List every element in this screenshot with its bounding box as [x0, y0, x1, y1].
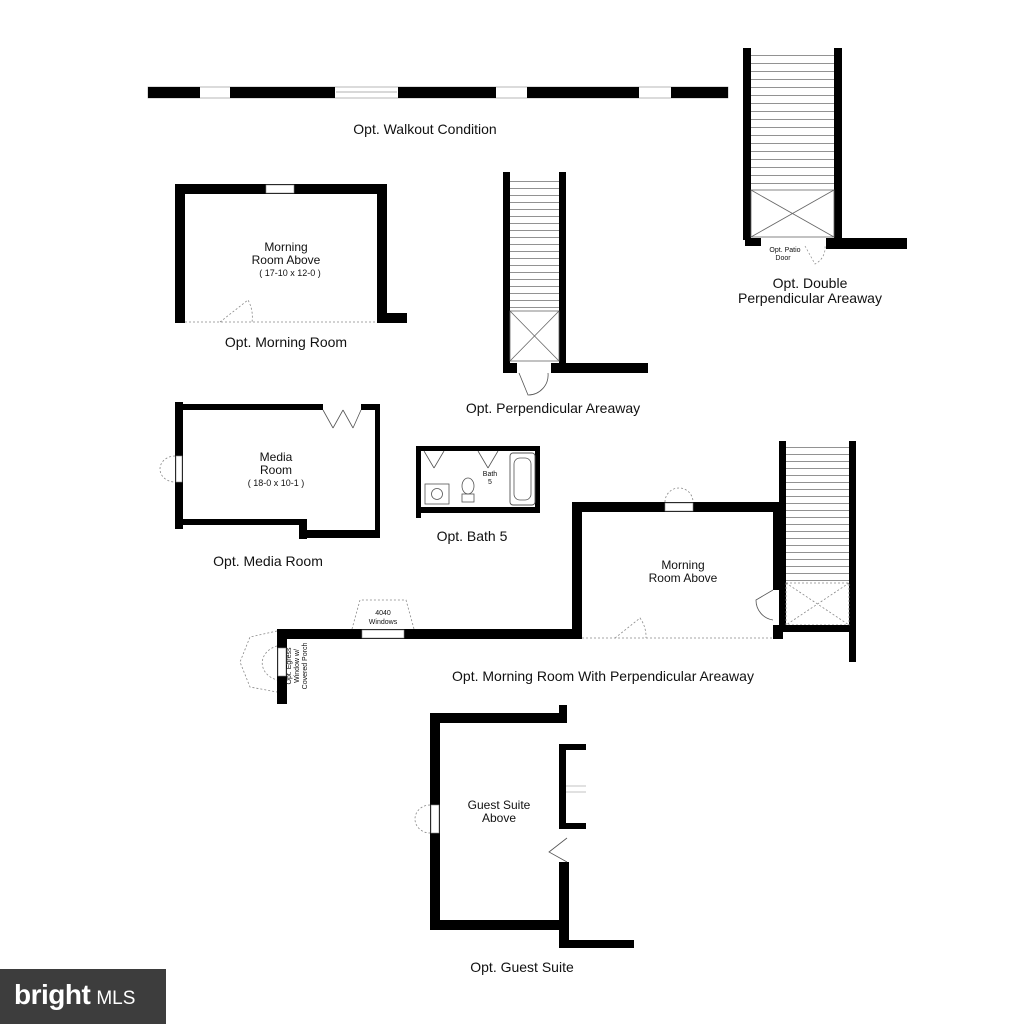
morning-room-caption: Opt. Morning Room: [225, 334, 347, 350]
media-room-dimensions: ( 18-0 x 10-1 ): [248, 478, 305, 488]
double-areaway-caption-1: Opt. Double: [773, 275, 848, 291]
walkout-condition-plan: Opt. Walkout Condition: [147, 86, 729, 137]
morning-room-dimensions: ( 17-10 x 12-0 ): [259, 268, 321, 278]
media-room-caption: Opt. Media Room: [213, 553, 323, 569]
morning-room-plan: Morning Room Above ( 17-10 x 12-0 ) Opt.…: [175, 184, 407, 350]
morning-areaway-plan: 4040 Windows Opt. Egress Window w/ Cover…: [239, 441, 856, 704]
morning-areaway-room-label-1: Morning: [661, 558, 704, 572]
bath5-label-1: Bath: [483, 471, 498, 478]
morning-room-label-1: Morning: [264, 240, 307, 254]
bath5-label-2: 5: [488, 479, 492, 486]
double-areaway-caption-2: Perpendicular Areaway: [738, 290, 882, 306]
guest-suite-caption: Opt. Guest Suite: [470, 959, 574, 975]
media-room-label-1: Media: [260, 450, 293, 464]
media-room-label-2: Room: [260, 463, 292, 477]
egress-label-1: Opt. Egress: [286, 647, 293, 684]
bath5-caption: Opt. Bath 5: [437, 528, 508, 544]
windows-label-2: Windows: [369, 619, 398, 626]
logo-suffix: MLS: [96, 988, 136, 1009]
morning-areaway-room-label-2: Room Above: [649, 571, 718, 585]
egress-label-2: Window w/: [294, 649, 301, 683]
guest-suite-label-1: Guest Suite: [468, 798, 531, 812]
patio-door-label-2: Door: [775, 255, 791, 262]
double-areaway-plan: Opt. Patio Door Opt. Double Perpendicula…: [738, 48, 907, 306]
guest-suite-label-2: Above: [482, 811, 516, 825]
egress-label-3: Covered Porch: [302, 643, 309, 690]
perpendicular-areaway-plan: Opt. Perpendicular Areaway: [466, 172, 648, 416]
morning-areaway-caption: Opt. Morning Room With Perpendicular Are…: [452, 668, 754, 684]
guest-suite-plan: Guest Suite Above Opt. Guest Suite: [414, 705, 634, 975]
perpendicular-areaway-caption: Opt. Perpendicular Areaway: [466, 400, 640, 416]
walkout-caption: Opt. Walkout Condition: [353, 121, 496, 137]
morning-room-label-2: Room Above: [252, 253, 321, 267]
windows-label-1: 4040: [375, 610, 391, 617]
patio-door-label-1: Opt. Patio: [769, 247, 800, 254]
media-room-plan: Media Room ( 18-0 x 10-1 ) Opt. Media Ro…: [159, 402, 380, 569]
bath5-plan: Bath 5 Opt. Bath 5: [416, 446, 540, 544]
logo-brand: bright: [14, 979, 91, 1010]
